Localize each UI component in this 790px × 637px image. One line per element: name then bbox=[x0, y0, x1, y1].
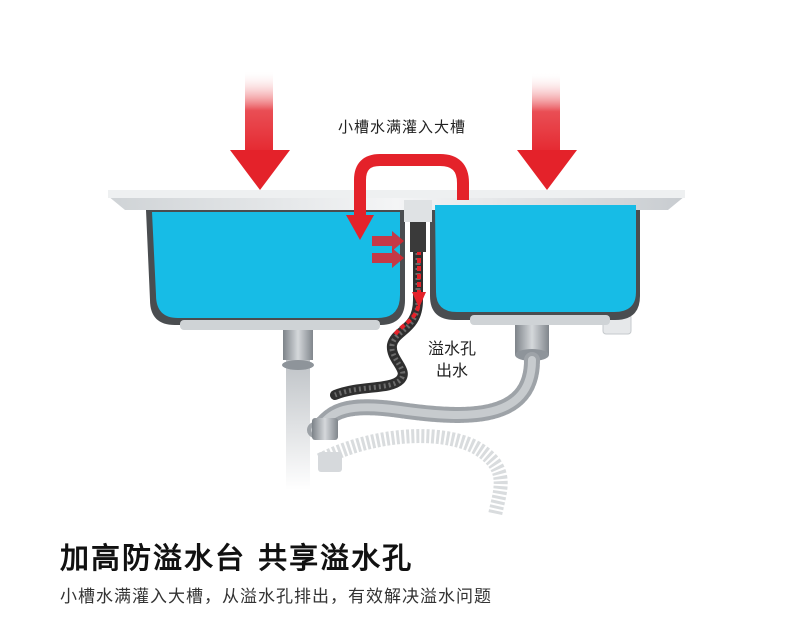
u-turn-arrow-icon bbox=[346, 154, 469, 240]
side-annotation-line1: 溢水孔 bbox=[428, 339, 477, 358]
sink-body bbox=[108, 190, 685, 330]
left-basin-water bbox=[152, 212, 400, 318]
overflow-hole bbox=[410, 222, 426, 252]
fill-arrows bbox=[230, 70, 577, 190]
overflow-hose bbox=[330, 223, 423, 400]
left-drain-strainer bbox=[283, 330, 313, 360]
sink-diagram bbox=[108, 70, 685, 517]
hose-connector-upper bbox=[312, 418, 338, 440]
left-down-arrow-icon bbox=[230, 70, 290, 190]
caption-subline: 小槽水满灌入大槽，从溢水孔排出，有效解决溢水问题 bbox=[60, 587, 492, 607]
overflow-platform bbox=[404, 200, 432, 222]
right-basin-water bbox=[435, 205, 636, 312]
flow-arrow-icon bbox=[372, 231, 404, 268]
right-down-arrow-icon bbox=[517, 72, 577, 190]
left-drain-pipe bbox=[286, 360, 310, 490]
overflow-down-arrow-icon bbox=[412, 292, 426, 308]
top-annotation: 小槽水满灌入大槽 bbox=[338, 118, 467, 136]
side-annotation-line2: 出水 bbox=[436, 361, 469, 380]
hose-connector-lower bbox=[318, 452, 342, 472]
caption-headline: 加高防溢水台 共享溢水孔 bbox=[60, 541, 414, 575]
side-annotation: 溢水孔 出水 bbox=[428, 338, 476, 382]
corrugated-hose-faded bbox=[316, 429, 508, 517]
